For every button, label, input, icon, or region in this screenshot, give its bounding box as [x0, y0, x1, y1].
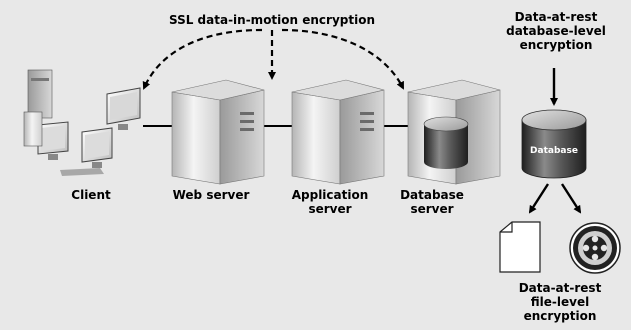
folder-icon: [499, 221, 541, 273]
db-server-label-line-1: Database: [400, 188, 464, 202]
ssl-encryption-label: SSL data-in-motion encryption: [168, 13, 376, 27]
application-server-icon: [291, 79, 385, 185]
db-rest-label-line-1: Data-at-rest: [514, 10, 598, 24]
file-rest-label-line-2: file-level: [530, 295, 590, 309]
client-computers-icon: [23, 69, 141, 176]
file-encryption-arrows: [528, 183, 582, 214]
web-server-label: Web server: [172, 188, 250, 202]
database-server-label: Database server: [400, 188, 464, 216]
web-server-icon: [171, 79, 265, 185]
database-server-icon: [407, 79, 501, 185]
file-rest-encryption-label: Data-at-rest file-level encryption: [519, 281, 602, 323]
app-server-label-line-2: server: [308, 202, 352, 216]
film-reel-icon: [569, 222, 621, 274]
database-cylinder-icon: [521, 109, 587, 179]
application-server-label: Application server: [292, 188, 369, 216]
db-server-label-line-2: server: [410, 202, 454, 216]
ssl-dashed-arrows: [142, 28, 404, 90]
client-label: Client: [71, 188, 111, 202]
db-rest-label-line-2: database-level: [506, 24, 606, 38]
database-label: Database: [530, 146, 578, 156]
db-rest-label-line-3: encryption: [519, 38, 593, 52]
file-rest-label-line-1: Data-at-rest: [518, 281, 602, 295]
db-rest-encryption-label: Data-at-rest database-level encryption: [506, 10, 606, 52]
app-server-label-line-1: Application: [291, 188, 369, 202]
file-rest-label-line-3: encryption: [523, 309, 597, 323]
